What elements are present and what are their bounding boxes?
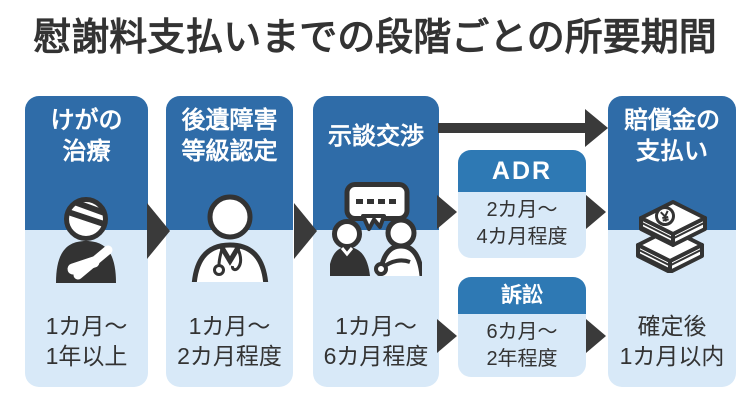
duration-line: 2カ月程度 [177,343,282,369]
substage-lawsuit-duration: 6カ月〜 2年程度 [458,314,586,373]
duration-line: 1カ月〜 [188,313,271,339]
stage-payment-header: 賠償金の 支払い [608,96,736,230]
duration-line: 2年程度 [486,348,558,370]
stage-label-line: 治療 [62,138,111,165]
duration-line: 6カ月程度 [323,343,429,369]
stage-label-line: 等級認定 [181,138,278,165]
stage-treatment: けがの 治療 1カ月〜 1年以上 [25,96,148,387]
duration-line: 4カ月程度 [476,226,568,248]
stage-label-line: 支払い [636,138,708,165]
stage-label-line: 示談交渉 [328,123,424,150]
duration-line: 6カ月〜 [486,321,558,343]
stage-disability-duration: 1カ月〜 2カ月程度 [166,311,293,371]
duration-line: 2カ月〜 [486,199,558,221]
arrow-certification-to-negotiation-icon [294,203,317,259]
arrow-lawsuit-to-payment-icon [586,319,606,353]
substage-lawsuit: 訴訟 6カ月〜 2年程度 [458,277,586,377]
stage-settlement-negotiation: 示談交渉 1カ月〜 6カ月程度 [313,96,439,387]
duration-line: 確定後 [637,313,707,339]
stage-disability-certification: 後遺障害 等級認定 1カ月〜 2カ月程度 [166,96,293,387]
substage-adr: ADR 2カ月〜 4カ月程度 [458,150,586,258]
stage-compensation-payment: 賠償金の 支払い [608,96,736,387]
negotiation-icon [328,182,425,281]
stage-treatment-duration: 1カ月〜 1年以上 [25,311,148,371]
page-title: 慰謝料支払いまでの段階ごとの所要期間 [33,17,717,59]
duration-line: 1カ月〜 [335,313,417,339]
stage-negotiation-duration: 1カ月〜 6カ月程度 [313,311,439,371]
arrow-adr-to-payment-icon [586,195,606,229]
stage-label-line: 後遺障害 [181,107,278,134]
substage-adr-header: ADR [458,150,586,192]
injured-person-icon [48,193,126,288]
arrow-negotiation-to-lawsuit-icon [437,319,457,353]
duration-line: 1カ月以内 [619,343,725,369]
stage-payment-duration: 確定後 1カ月以内 [608,311,736,371]
arrow-negotiation-to-adr-icon [437,195,457,229]
stage-label-line: けがの [50,107,123,134]
duration-line: 1年以上 [45,343,128,369]
substage-adr-duration: 2カ月〜 4カ月程度 [458,192,586,251]
substage-lawsuit-header: 訴訟 [458,277,586,314]
money-stack-icon [629,185,715,278]
duration-line: 1カ月〜 [45,313,128,339]
arrow-treatment-to-certification-icon [147,203,170,259]
stage-label-line: 賠償金の [624,107,720,134]
doctor-icon [189,194,271,287]
